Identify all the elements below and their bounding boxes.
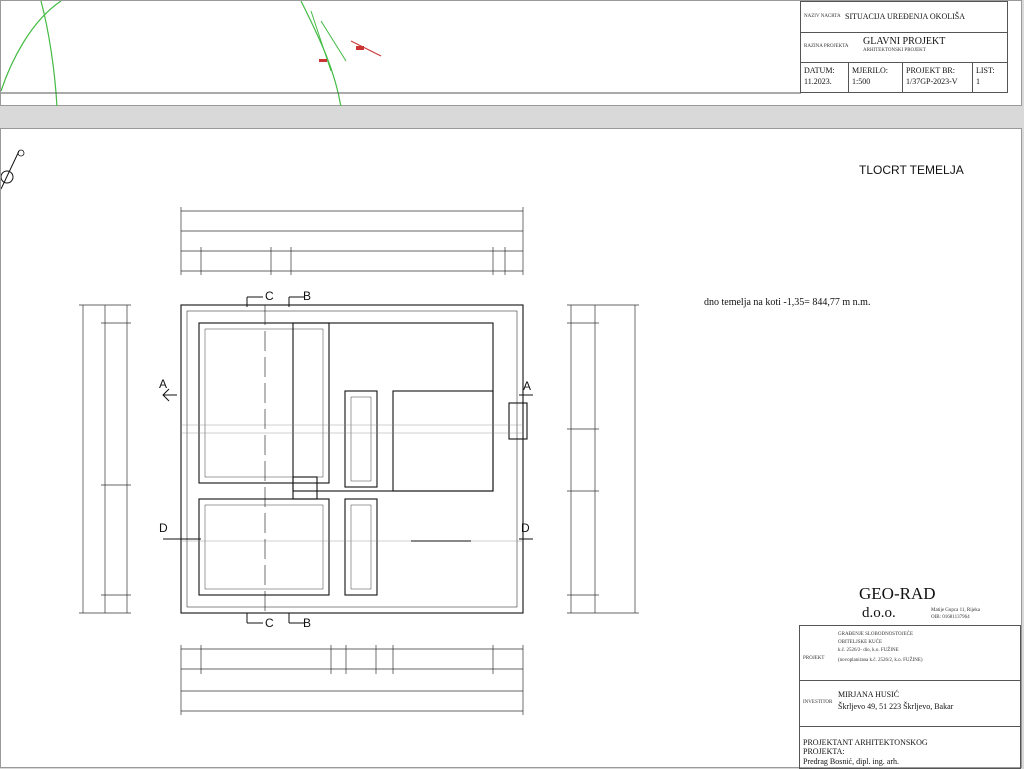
company-suffix: d.o.o. [862, 605, 896, 621]
projekt-line-3: k.č. 2526/2- dio, k.o. FUŽINE [838, 648, 899, 653]
razina-row: RAZINA PROJEKTA GLAVNI PROJEKT ARHITEKTO… [801, 32, 1007, 63]
main-title-block: PROJEKT GRAĐENJE SLOBODNOSTOJEĆE OBITELJ… [799, 625, 1021, 769]
naziv-row: NAZIV NACRTA SITUACIJA UREĐENJA OKOLIŠA [801, 2, 1007, 33]
list-label: LIST: [976, 66, 995, 75]
foundation-plan-sheet: TLOCRT TEMELJA dno temelja na koti -1,35… [0, 128, 1022, 769]
projekt-line-4: (novoplanirana k.č. 2526/2, k.o. FUŽINE) [838, 658, 923, 663]
projekt-line-1: GRAĐENJE SLOBODNOSTOJEĆE [838, 632, 914, 637]
foundation-note: dno temelja na koti -1,35= 844,77 m n.m. [704, 297, 871, 308]
naziv-value: SITUACIJA UREĐENJA OKOLIŠA [845, 12, 966, 21]
mjerilo-cell: MJERILO: 1:500 [849, 62, 903, 93]
sheet-gap [0, 106, 1024, 128]
projekt-value: 1/37GP-2023-V [906, 77, 958, 86]
foundation-plan-drawing [1, 149, 639, 715]
datum-cell: DATUM: 11.2023. [801, 62, 849, 93]
naziv-label: NAZIV NACRTA [804, 14, 841, 19]
projekt-section: PROJEKT GRAĐENJE SLOBODNOSTOJEĆE OBITELJ… [800, 626, 1020, 681]
investitor-name: MIRJANA HUSIĆ [838, 690, 900, 699]
list-cell: LIST: 1 [973, 62, 1007, 93]
section-label-a-right: A [523, 379, 532, 393]
projektant-line-1: PROJEKTANT ARHITEKTONSKOG [803, 738, 928, 747]
projekt-cell: PROJEKT BR: 1/37GP-2023-V [903, 62, 973, 93]
mjerilo-value: 1:500 [852, 77, 871, 86]
investitor-address: Škrljevo 49, 51 223 Škrljevo, Bakar [838, 702, 954, 711]
datum-value: 11.2023. [804, 77, 832, 86]
projektant-section: PROJEKTANT ARHITEKTONSKOG PROJEKTA: Pred… [800, 726, 1020, 768]
north-arrow-icon [1, 149, 25, 190]
section-label-a-left: A [159, 377, 168, 391]
left-dimension-chains [79, 304, 131, 614]
list-value: 1 [976, 77, 980, 86]
investitor-section: INVESTITOR MIRJANA HUSIĆ Škrljevo 49, 51… [800, 680, 1020, 727]
projekt-section-label: PROJEKT [803, 656, 825, 661]
section-label-b-top: B [303, 289, 312, 303]
projektant-line-2: PROJEKTA: [803, 747, 845, 756]
section-label-d-right: D [521, 521, 530, 535]
section-label-c-bottom: C [265, 616, 274, 630]
section-label-b-bottom: B [303, 616, 312, 630]
company-name: GEO-RAD [859, 584, 936, 603]
projekt-line-2: OBITELJSKE KUĆE [838, 640, 883, 645]
projekt-label: PROJEKT BR: [906, 66, 955, 75]
right-dimension-chains [567, 304, 639, 614]
info-row: DATUM: 11.2023. MJERILO: 1:500 PROJEKT B… [801, 62, 1007, 93]
section-label-d-left: D [159, 521, 168, 535]
top-drawing-sheet: NAZIV NACRTA SITUACIJA UREĐENJA OKOLIŠA … [0, 0, 1022, 107]
drawing-title: TLOCRT TEMELJA [859, 163, 964, 177]
top-dimension-chains [180, 207, 524, 275]
company-address: Matije Gupca 11, Rijeka [931, 608, 980, 613]
mjerilo-label: MJERILO: [852, 66, 888, 75]
top-title-block: NAZIV NACRTA SITUACIJA UREĐENJA OKOLIŠA … [800, 1, 1008, 93]
datum-label: DATUM: [804, 66, 835, 75]
razina-sub: ARHITEKTONSKI PROJEKT [863, 48, 926, 53]
section-label-c-top: C [265, 289, 274, 303]
projektant-name: Predrag Bosnić, dipl. ing. arh. [803, 757, 899, 766]
section-cut-lines [162, 296, 533, 624]
site-plan-fragment [1, 1, 801, 107]
investitor-label: INVESTITOR [803, 700, 833, 705]
foundation-outline [180, 304, 528, 614]
company-oib: OIB: 01681137964 [931, 615, 970, 620]
razina-label: RAZINA PROJEKTA [804, 44, 849, 49]
razina-value: GLAVNI PROJEKT [863, 36, 946, 47]
bottom-dimension-chains [180, 645, 524, 715]
